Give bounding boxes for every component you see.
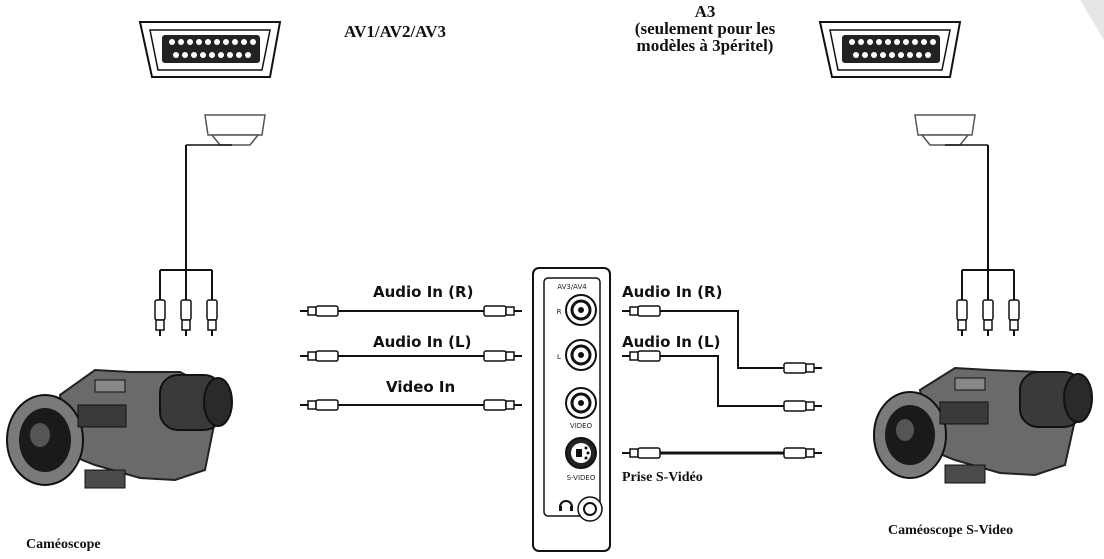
scart-socket-left — [139, 21, 281, 78]
jack-svideo-label: S-VIDEO — [567, 474, 596, 482]
cable-audio-r-right — [621, 305, 823, 374]
jack-video-label: VIDEO — [570, 422, 593, 430]
scart-plug-left — [154, 114, 266, 337]
scart-right-label-line2: (seulement pour les — [634, 19, 776, 38]
av-panel: AV3/AV4 R L VIDEO S-VIDEO — [532, 267, 611, 552]
camcorder-left-label: Caméoscope — [26, 537, 101, 552]
headphone-icon — [559, 500, 573, 508]
scart-right-label-line3: modèles à 3péritel) — [636, 36, 774, 55]
audio-in-r-left-label: Audio In (R) — [373, 283, 474, 301]
scart-plug-right — [914, 114, 1020, 337]
jack-l-label: L — [557, 353, 561, 361]
prise-svideo-label: Prise S-Vidéo — [622, 470, 703, 485]
panel-title: AV3/AV4 — [557, 283, 587, 291]
cable-svideo-right — [621, 447, 823, 459]
cable-audio-l-right — [621, 350, 823, 412]
audio-in-r-right-label: Audio In (R) — [622, 283, 723, 301]
scart-right-label: A3 (seulement pour les modèles à 3périte… — [605, 3, 805, 54]
jack-r-label: R — [557, 308, 562, 316]
camcorder-left — [6, 368, 233, 489]
camcorder-right — [873, 366, 1093, 484]
audio-in-l-right-label: Audio In (L) — [622, 333, 721, 351]
cable-audio-r-left — [299, 305, 523, 317]
cable-audio-l-left — [299, 350, 523, 362]
scart-left-label: AV1/AV2/AV3 — [344, 22, 447, 41]
audio-in-l-left-label: Audio In (L) — [373, 333, 472, 351]
scart-socket-right — [819, 21, 961, 78]
corner-shade — [1080, 0, 1104, 40]
cable-video-left — [299, 399, 523, 411]
video-in-label: Video In — [386, 378, 456, 396]
camcorder-right-label: Caméoscope S-Video — [888, 523, 1014, 538]
scart-right-label-line1: A3 — [694, 2, 716, 21]
